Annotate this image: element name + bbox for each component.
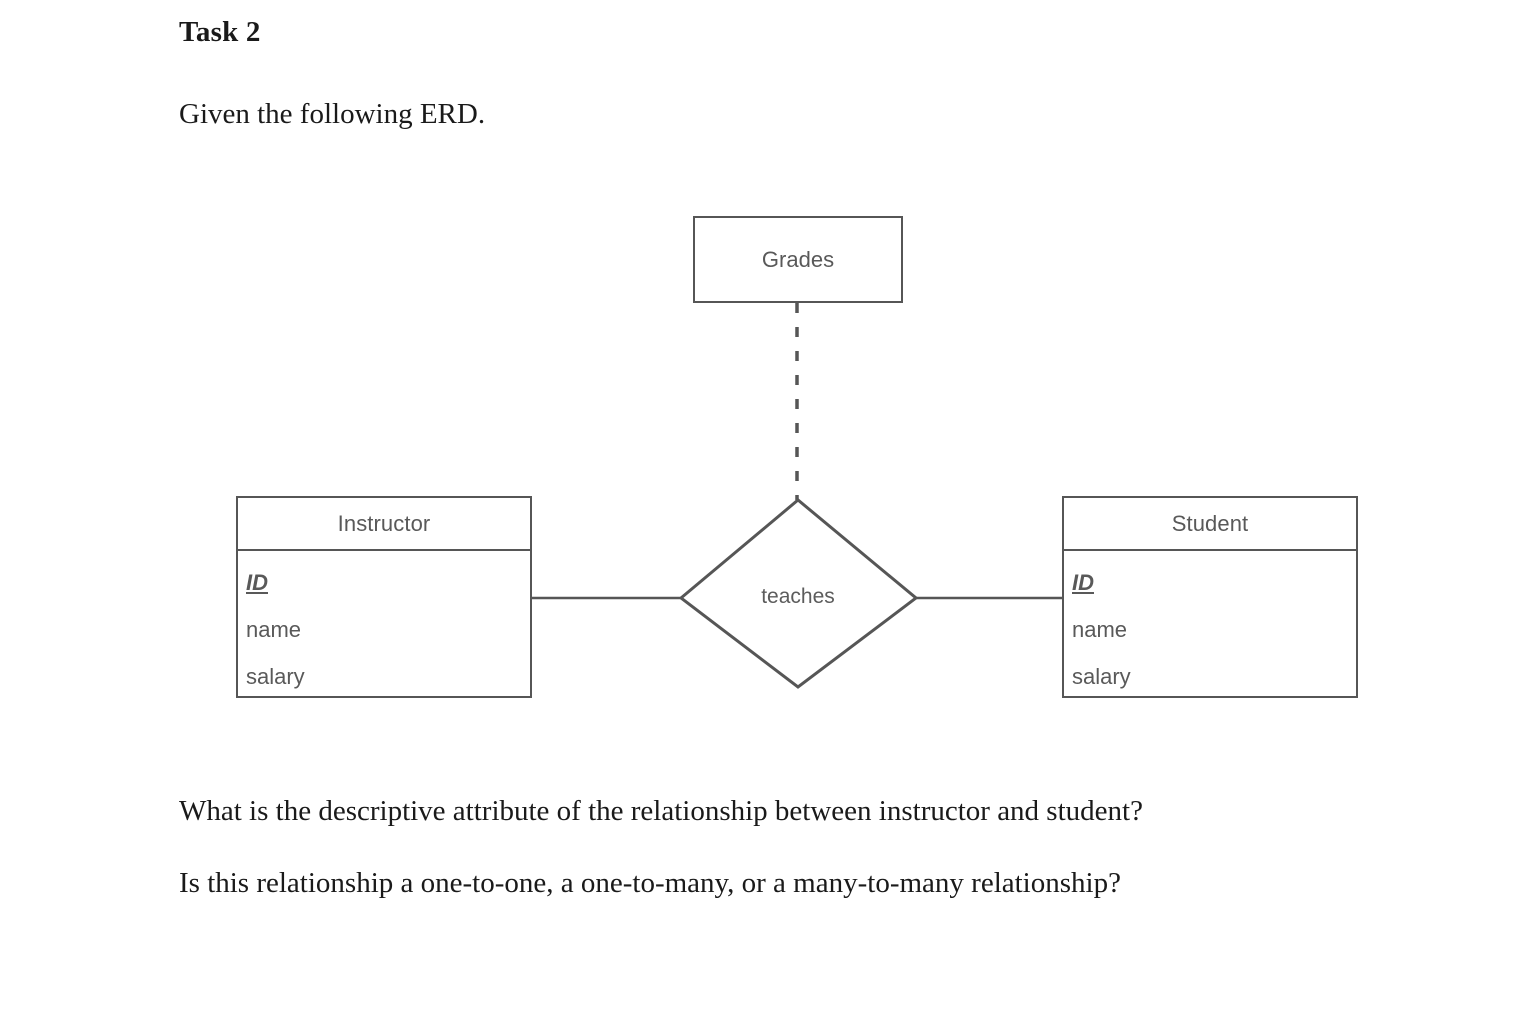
intro-text: Given the following ERD. [179,98,486,130]
question-cardinality: Is this relationship a one-to-one, a one… [179,867,1121,899]
entity-student-attribute-salary: salary [1072,664,1131,689]
entity-instructor-attribute-salary: salary [246,664,305,689]
descriptive-attribute-label: Grades [761,246,835,272]
entity-instructor: Instructor ID name salary [236,496,532,698]
entity-instructor-attribute-name: name [246,617,302,642]
relationship-diamond-teaches [678,498,919,689]
entity-student-attributes: ID name salary [1064,551,1356,700]
page-title: Task 2 [179,16,261,48]
entity-student-attribute-id: ID [1072,570,1094,595]
entity-student-header: Student [1064,498,1356,551]
entity-student-attribute-name: name [1072,617,1128,642]
entity-student: Student ID name salary [1062,496,1358,698]
question-descriptive-attribute: What is the descriptive attribute of the… [179,795,1143,827]
descriptive-attribute-grades: Grades [693,216,903,303]
entity-instructor-attributes: ID name salary [238,551,530,700]
entity-instructor-attribute-id: ID [246,570,268,595]
entity-instructor-header: Instructor [238,498,530,551]
